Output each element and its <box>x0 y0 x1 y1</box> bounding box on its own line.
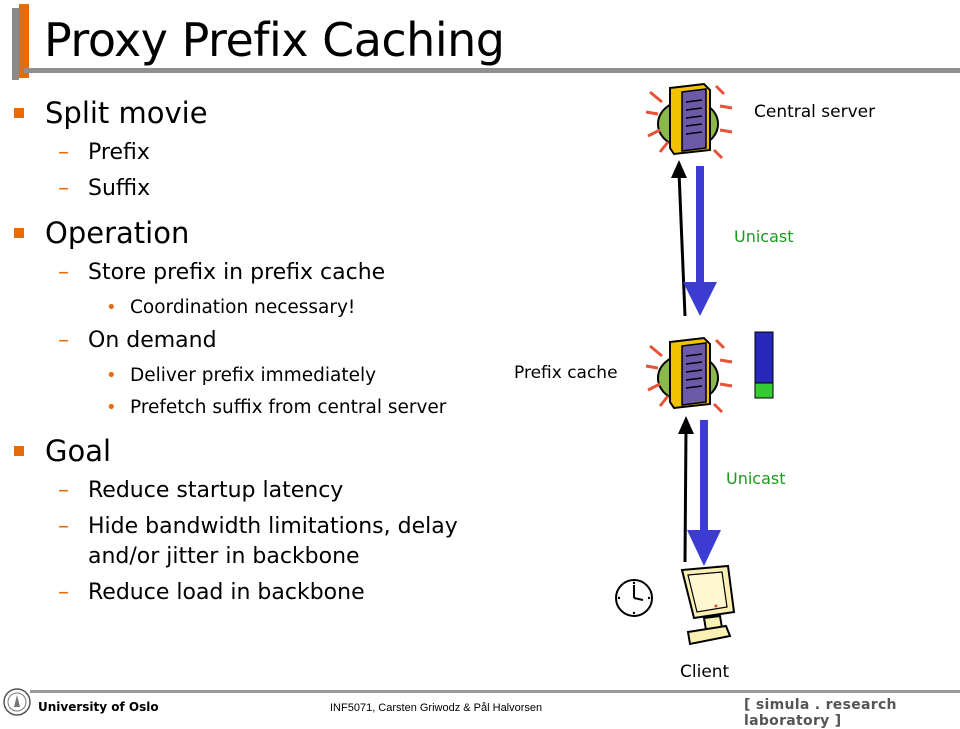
bullet-list: Split movie –Prefix –Suffix Operation –S… <box>10 96 480 614</box>
sub-bullet: –Store prefix in prefix cache <box>10 258 480 288</box>
sub-bullet: –Reduce load in backbone <box>10 578 480 608</box>
prefix-cache-label: Prefix cache <box>514 363 618 383</box>
title-accent-orange <box>19 4 29 78</box>
central-server-icon <box>644 82 734 160</box>
arrowhead-up-icon <box>671 160 687 178</box>
prefix-cache-server-icon <box>644 336 734 414</box>
dash-bullet-icon: – <box>58 328 69 353</box>
sub-sub-bullet: •Coordination necessary! <box>10 294 480 322</box>
sub-bullet: –Hide bandwidth limitations, delay and/o… <box>58 514 458 569</box>
arrowhead-down-icon <box>683 282 717 316</box>
client-label: Client <box>680 662 730 682</box>
slide-title: Proxy Prefix Caching <box>44 13 505 67</box>
dot-bullet-icon: • <box>106 397 117 418</box>
sub-sub-bullet: •Prefetch suffix from central server <box>10 394 450 422</box>
bullet-operation: Operation <box>10 216 480 250</box>
title-accent-gray <box>12 8 19 80</box>
dot-bullet-icon: • <box>106 297 117 318</box>
simula-lab-logo: [ simula . research laboratory ] <box>744 697 897 729</box>
central-server-label: Central server <box>754 102 875 122</box>
sub-sub-bullet: •Deliver prefix immediately <box>10 362 480 390</box>
sub-bullet: –Reduce startup latency <box>10 476 480 506</box>
client-request-arrow <box>683 427 688 563</box>
client-computer-icon <box>680 564 736 646</box>
university-seal-icon <box>3 688 31 716</box>
square-bullet-icon <box>14 446 24 456</box>
dash-bullet-icon: – <box>58 260 69 285</box>
cache-storage-bar <box>754 331 774 399</box>
dash-bullet-icon: – <box>58 580 69 605</box>
unicast-label-top: Unicast <box>734 227 794 246</box>
course-credit: INF5071, Carsten Griwodz & Pål Halvorsen <box>330 702 543 714</box>
clock-icon <box>615 579 653 617</box>
arrowhead-down-icon <box>687 530 721 566</box>
dot-bullet-icon: • <box>106 365 117 386</box>
square-bullet-icon <box>14 108 24 118</box>
title-underline <box>24 68 960 73</box>
sub-bullet: –On demand <box>10 326 480 356</box>
square-bullet-icon <box>14 228 24 238</box>
dash-bullet-icon: – <box>58 478 69 503</box>
footer-rule <box>30 690 960 693</box>
sub-bullet: –Prefix <box>10 138 480 168</box>
bullet-goal: Goal <box>10 434 480 468</box>
university-name: University of Oslo <box>38 700 159 714</box>
dash-bullet-icon: – <box>58 176 69 201</box>
sub-bullet: –Suffix <box>10 174 480 204</box>
bullet-split-movie: Split movie <box>10 96 480 130</box>
dash-bullet-icon: – <box>58 140 69 165</box>
cached-prefix-fill <box>754 382 774 399</box>
arrowhead-up-icon <box>678 416 694 434</box>
unicast-label-bottom: Unicast <box>726 469 786 488</box>
dash-bullet-icon: – <box>58 514 69 539</box>
upstream-request-arrow <box>677 171 687 317</box>
